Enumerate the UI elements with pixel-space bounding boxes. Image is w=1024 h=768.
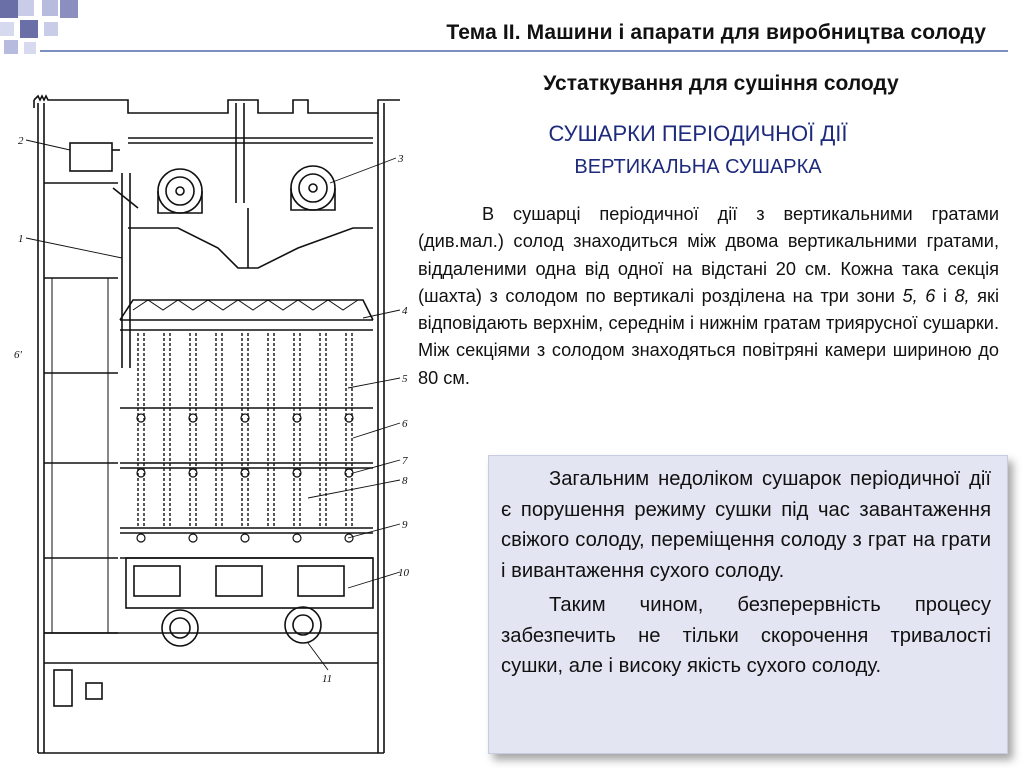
callout-5: 5: [402, 373, 408, 385]
conclusion-paragraph-1: Загальним недоліком сушарок періодичної …: [501, 468, 991, 582]
callout-1: 1: [18, 233, 24, 245]
header-divider: [40, 50, 1008, 52]
callout-10: 10: [398, 567, 410, 579]
paragraph-conj: і: [935, 285, 955, 306]
callout-4: 4: [402, 305, 408, 317]
conclusion-box: Загальним недоліком сушарок періодичної …: [488, 455, 1008, 754]
callout-7: 7: [402, 455, 408, 467]
callout-2: 2: [18, 135, 24, 147]
paragraph-text-2: які відповідають верхнім, середнім і ниж…: [418, 285, 999, 388]
callout-9: 9: [402, 519, 408, 531]
margin-mark: 6': [14, 349, 23, 361]
conclusion-paragraph-2: Таким чином, безперервність процесу забе…: [501, 594, 991, 677]
callout-11: 11: [322, 673, 332, 685]
section-heading: СУШАРКИ ПЕРІОДИЧНОЇ ДІЇ: [548, 121, 848, 146]
paragraph-text-1: В сушарці періодичної дії з вертикальним…: [418, 204, 999, 306]
description-paragraph: В сушарці періодичної дії з вертикальним…: [418, 201, 999, 392]
callout-3: 3: [397, 153, 404, 165]
section-subheading: ВЕРТИКАЛЬНА СУШАРКА: [574, 156, 822, 178]
zone-label-a: 5, 6: [902, 285, 936, 306]
slide-subtitle: Устаткування для сушіння солоду: [543, 72, 899, 95]
callout-6: 6: [402, 418, 408, 430]
header-title: Тема ІІ. Машини і апарати для виробництв…: [446, 21, 986, 44]
zone-label-b: 8,: [954, 285, 970, 306]
callout-8: 8: [402, 475, 408, 487]
dryer-drawing: 2 3 1 4 5 6 7 8 9 10 11 6': [14, 94, 410, 754]
